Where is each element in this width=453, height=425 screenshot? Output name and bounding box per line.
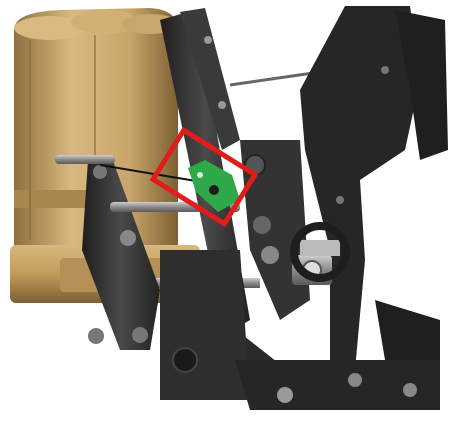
clevis-pivot [290, 222, 350, 285]
left-bracket [82, 158, 160, 350]
highlight-box [149, 126, 259, 228]
green-bracket [188, 160, 240, 212]
base-plate [160, 250, 440, 410]
